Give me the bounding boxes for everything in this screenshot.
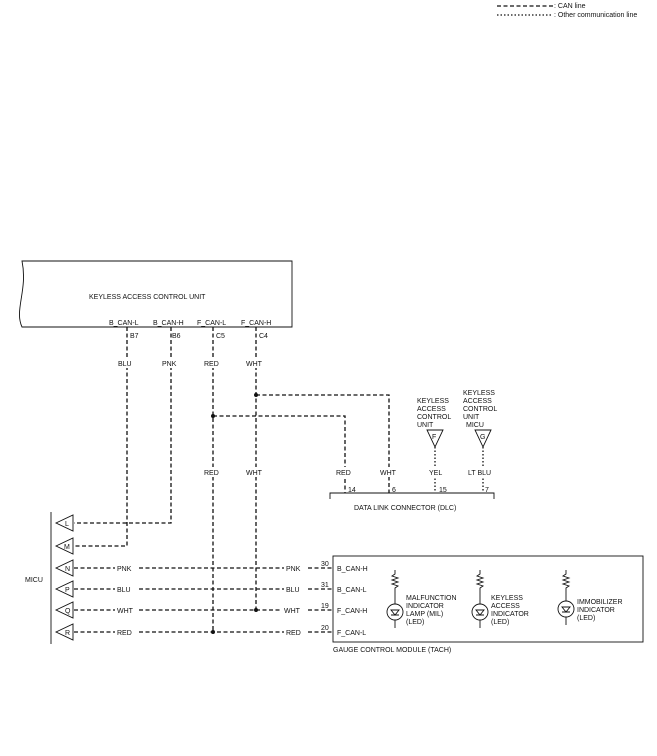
micu-wire-color-n: PNK [117, 566, 132, 573]
wire-red-to-dlc [213, 415, 346, 493]
keyless-unit-outline [19, 260, 293, 328]
connector-g-triangle [474, 429, 492, 449]
keyless-access-control-unit: KEYLESS ACCESS CONTROL UNIT B_CAN-L B_CA… [19, 260, 293, 340]
gauge-wire-color-30: PNK [286, 566, 301, 573]
dlc-pin-15: 15 [439, 487, 447, 494]
gauge-signal-f-can-h: F_CAN-H [337, 608, 367, 615]
gauge-control-module: 30 31 19 20 B_CAN-H B_CAN-L F_CAN-H F_CA… [321, 555, 644, 654]
svg-text:INDICATOR: INDICATOR [577, 607, 615, 614]
micu-connector-l [54, 514, 74, 532]
connector-g: KEYLESS ACCESS CONTROL UNIT MICU G [463, 390, 497, 449]
wire-pnk-b-can-h [74, 327, 172, 524]
connector-f-letter: F [432, 434, 436, 441]
wire-color-wht: WHT [246, 361, 263, 368]
svg-text:ACCESS: ACCESS [463, 398, 492, 405]
dlc-bracket [329, 492, 495, 499]
keyless-pin-c4: C4 [259, 333, 268, 340]
svg-text:INDICATOR: INDICATOR [491, 611, 529, 618]
gauge-wire-color-20: RED [286, 630, 301, 637]
svg-text:INDICATOR: INDICATOR [406, 603, 444, 610]
svg-text:KEYLESS: KEYLESS [417, 398, 449, 405]
svg-text:KEYLESS: KEYLESS [491, 595, 523, 602]
dlc-wire-color-14: RED [336, 470, 351, 477]
dlc-title: DATA LINK CONNECTOR (DLC) [354, 505, 456, 512]
gauge-signal-f-can-l: F_CAN-L [337, 630, 366, 637]
legend: : CAN line : Other communication line [497, 3, 637, 19]
dlc-pin-14: 14 [348, 487, 356, 494]
micu: MICU L M N P Q R [25, 512, 74, 644]
svg-text:N: N [65, 566, 70, 573]
gauge-pin-31: 31 [321, 582, 329, 589]
dlc-wire-color-15: YEL [429, 470, 442, 477]
led-icon [386, 570, 404, 628]
svg-text:(LED): (LED) [577, 615, 595, 622]
micu-wire-color-p: BLU [117, 587, 131, 594]
svg-text:LAMP (MIL): LAMP (MIL) [406, 611, 443, 618]
svg-text:Q: Q [65, 608, 71, 615]
micu-connector-q [54, 601, 74, 619]
keyless-signal-f-can-h: F_CAN-H [241, 320, 271, 327]
svg-text:IMMOBILIZER: IMMOBILIZER [577, 599, 623, 606]
svg-text:L: L [65, 521, 69, 528]
connector-f: KEYLESS ACCESS CONTROL UNIT F [417, 398, 451, 449]
wire-color-red: RED [204, 361, 219, 368]
gauge-wire-color-31: BLU [286, 587, 300, 594]
svg-text:MICU: MICU [466, 422, 484, 429]
svg-text:R: R [65, 630, 70, 637]
svg-text:KEYLESS: KEYLESS [463, 390, 495, 397]
micu-wire-color-q: WHT [117, 608, 134, 615]
legend-other-line-label: : Other communication line [554, 12, 637, 19]
svg-text:M: M [64, 544, 70, 551]
svg-text:P: P [65, 587, 70, 594]
keyless-signal-b-can-l: B_CAN-L [109, 320, 139, 327]
svg-text:UNIT: UNIT [417, 422, 434, 429]
micu-connector-p [54, 580, 74, 598]
svg-text:(LED): (LED) [491, 619, 509, 626]
keyless-signal-b-can-h: B_CAN-H [153, 320, 184, 327]
micu-label: MICU [25, 577, 43, 584]
gauge-pin-19: 19 [321, 603, 329, 610]
svg-text:(LED): (LED) [406, 619, 424, 626]
micu-connector-n [54, 559, 74, 577]
gauge-pin-20: 20 [321, 625, 329, 632]
keyless-pin-b7: B7 [130, 333, 139, 340]
keyless-unit-title: KEYLESS ACCESS CONTROL UNIT [89, 294, 206, 301]
wire-color-wht-mid: WHT [246, 470, 263, 477]
dlc-pin-6: 6 [392, 487, 396, 494]
led-icon [557, 570, 575, 625]
keyless-pin-b6: B6 [172, 333, 181, 340]
svg-text:ACCESS: ACCESS [491, 603, 520, 610]
wire-color-blu: BLU [118, 361, 132, 368]
micu-connector-r [54, 623, 74, 641]
dlc-wire-color-6: WHT [380, 470, 397, 477]
led-icon [471, 570, 489, 628]
keyless-pin-c5: C5 [216, 333, 225, 340]
svg-text:ACCESS: ACCESS [417, 406, 446, 413]
micu-wire-color-r: RED [117, 630, 132, 637]
gauge-wire-color-19: WHT [284, 608, 301, 615]
micu-connector-m [54, 537, 74, 555]
svg-text:CONTROL: CONTROL [417, 414, 451, 421]
data-link-connector: RED WHT YEL LT BLU 14 6 15 7 DATA LINK C… [329, 467, 495, 512]
wire-color-pnk: PNK [162, 361, 177, 368]
gauge-outline [332, 555, 644, 643]
dlc-wire-color-7: LT BLU [468, 470, 491, 477]
connector-g-letter: G [480, 434, 485, 441]
keyless-signal-f-can-l: F_CAN-L [197, 320, 226, 327]
wire-blu-b-can-l [74, 327, 128, 547]
gauge-pin-30: 30 [321, 561, 329, 568]
svg-text:MALFUNCTION: MALFUNCTION [406, 595, 457, 602]
gauge-signal-b-can-l: B_CAN-L [337, 587, 367, 594]
dlc-pin-7: 7 [485, 487, 489, 494]
gauge-title: GAUGE CONTROL MODULE (TACH) [333, 647, 451, 654]
wire-color-red-mid: RED [204, 470, 219, 477]
gauge-signal-b-can-h: B_CAN-H [337, 566, 368, 573]
wire-wht-to-dlc [256, 394, 390, 493]
svg-text:UNIT: UNIT [463, 414, 480, 421]
svg-text:CONTROL: CONTROL [463, 406, 497, 413]
connector-f-triangle [426, 429, 444, 449]
legend-can-line-label: : CAN line [554, 3, 586, 10]
